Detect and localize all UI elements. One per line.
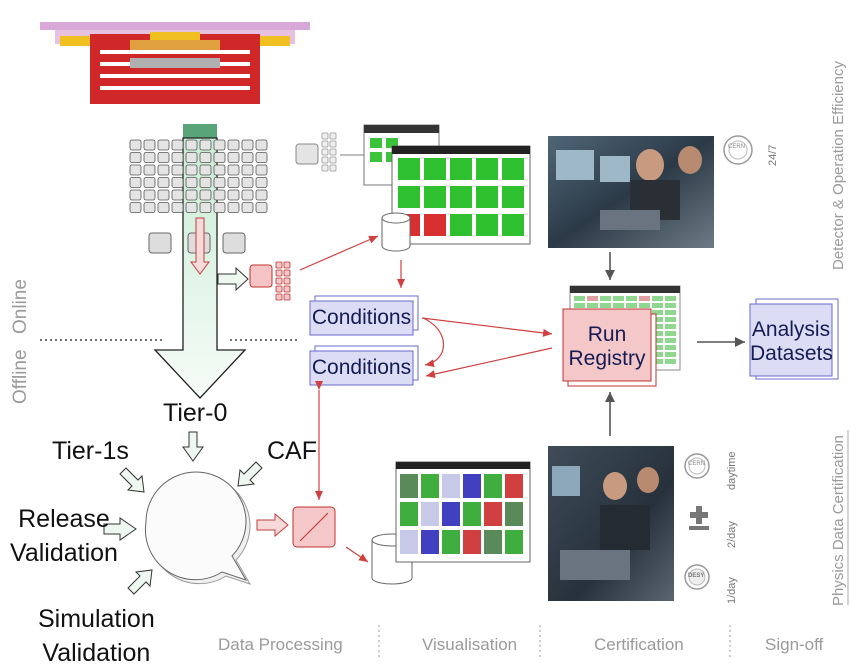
footer-stage-visualisation: Visualisation: [422, 635, 518, 654]
desy-logo: [684, 564, 710, 590]
dqm-gui-offline-screenshot: [395, 461, 531, 563]
desy-frequency-label: 1/day: [726, 577, 738, 604]
conditions-db-online: [381, 212, 411, 252]
fnal-frequency-label: 2/day: [726, 521, 738, 548]
cern-daytime-label: daytime: [726, 451, 738, 490]
detector-efficiency-label: Detector & Operation Efficiency: [830, 61, 847, 270]
online-label: Online: [10, 279, 31, 334]
analysis-datasets-label: Analysis Datasets: [750, 318, 833, 365]
control-room-photo-top: [548, 136, 714, 248]
footer-stage-certification: Certification: [594, 635, 684, 654]
builder-units: [148, 232, 246, 254]
run-registry-box: [562, 308, 657, 387]
offline-processing-cloud: [144, 471, 252, 585]
caf-label: CAF: [267, 437, 317, 465]
run-registry-label: Run Registry: [568, 323, 646, 370]
conditions-offline-box: [309, 345, 419, 386]
dqm-offline-module: [292, 506, 336, 548]
simulation-validation-label: Simulation Validation: [38, 605, 155, 667]
cern-logo-bottom: [684, 453, 710, 479]
dqm-online-module: [249, 261, 291, 301]
control-room-photo-bottom: [548, 446, 674, 601]
conditions-online-label: Conditions: [311, 306, 412, 329]
tier0-label: Tier-0: [163, 399, 228, 427]
release-validation-label: Release Validation: [10, 505, 118, 567]
readout-module-grid: [129, 139, 268, 213]
detector-image: [40, 22, 310, 104]
footer-stage-sign-off: Sign-off: [765, 635, 824, 654]
offline-label: Offline: [10, 349, 31, 404]
footer-stage-data-processing: Data Processing: [218, 635, 343, 654]
cern-logo-text-top: CERN: [728, 144, 746, 150]
physics-certification-label: Physics Data Certification: [830, 435, 847, 606]
cern-logo-top: [723, 135, 753, 165]
gui-source-module: [295, 132, 337, 172]
desy-logo-text: DESY: [688, 573, 705, 579]
conditions-db-offline: [371, 533, 413, 585]
conditions-online-box: [309, 295, 419, 336]
dqm-gui-online-screenshot: [363, 124, 531, 245]
conditions-offline-label: Conditions: [311, 356, 412, 379]
shift-247-label: 24/7: [767, 144, 779, 166]
analysis-datasets-box: [749, 298, 839, 380]
tier1-label: Tier-1s: [52, 437, 129, 465]
cern-logo-text-bottom: CERN: [688, 461, 706, 467]
fermilab-logo: [689, 506, 709, 530]
